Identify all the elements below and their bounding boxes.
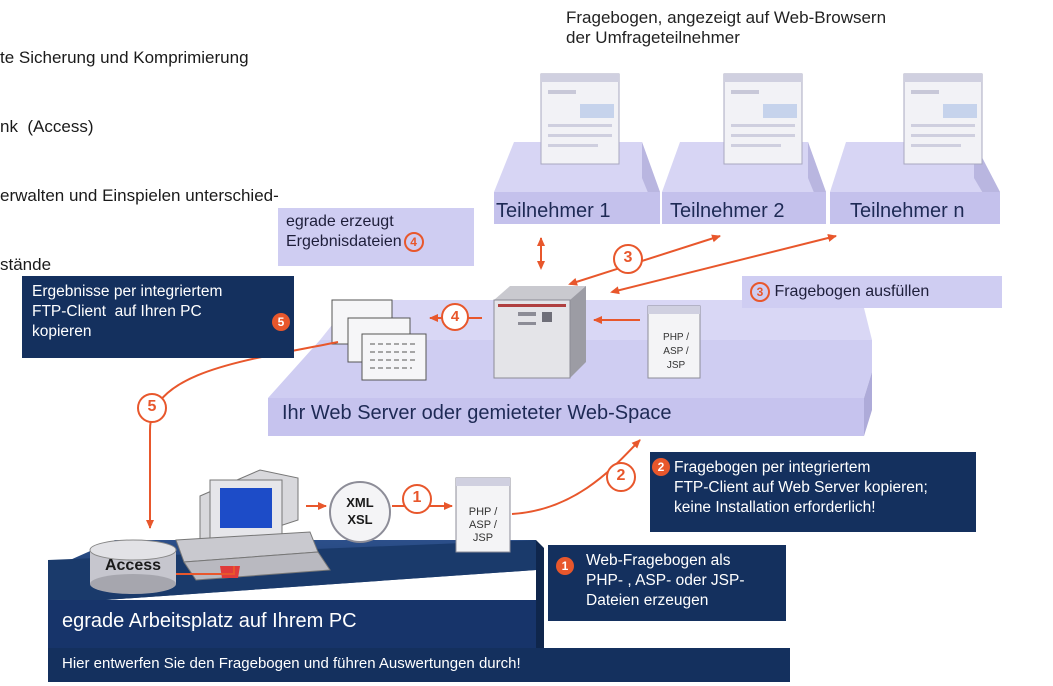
script-doc-line: PHP /	[663, 332, 689, 343]
server-label: Ihr Web Server oder gemieteter Web-Space	[282, 402, 672, 424]
xml-xsl-label: XML XSL	[346, 495, 374, 527]
step-number-3: 3	[623, 249, 633, 266]
step-circle-1	[402, 484, 432, 514]
participant-label-1: Teilnehmer 1	[496, 200, 611, 222]
database-icon	[89, 539, 177, 594]
script-doc-line: JSP	[667, 360, 686, 371]
intro-line: nk (Access)	[0, 117, 94, 136]
participant-label-2: Teilnehmer 2	[670, 200, 785, 222]
browser-window-2	[723, 73, 803, 165]
step-circle-2	[606, 462, 636, 492]
arrow-doc-server	[511, 439, 641, 515]
intro-text: te Sicherung und Komprimierung nk (Acces…	[0, 0, 279, 299]
arrow-server-participant2	[568, 234, 721, 286]
browser-caption: Fragebogen, angezeigt auf Web-Browsern d…	[566, 8, 887, 47]
webform-text: Web-Fragebogen als PHP- , ASP- oder JSP-…	[586, 552, 745, 609]
webform-box: 1 Web-Fragebogen als PHP- , ASP- oder JS…	[548, 545, 786, 621]
step-number-1: 1	[412, 489, 422, 506]
ftp-server-box: 2 Fragebogen per integriertem FTP-Client…	[650, 452, 976, 532]
intro-line: te Sicherung und Komprimierung	[0, 48, 249, 67]
browser-window-n	[903, 73, 983, 165]
script-doc-local-label: PHP / ASP / JSP	[468, 506, 498, 544]
step-circle-5	[137, 393, 167, 423]
script-doc-line: ASP /	[663, 346, 689, 357]
script-document-server: PHP / ASP / JSP	[647, 305, 701, 379]
server-tower-icon	[493, 286, 586, 379]
participant-platform-n	[830, 142, 1000, 224]
participant-label-n: Teilnehmer n	[850, 200, 965, 222]
result-files-icon	[331, 299, 427, 381]
computer-icon	[175, 469, 331, 581]
fill-text: Fragebogen ausfüllen	[774, 283, 930, 301]
step-circle-4	[441, 303, 469, 331]
browser-window-1	[540, 73, 620, 165]
step-circles	[137, 244, 643, 514]
ftp-results-box: Ergebnisse per integriertem FTP-Client a…	[22, 276, 294, 358]
step-circle-3	[613, 244, 643, 274]
ftp-server-text: Fragebogen per integriertem FTP-Client a…	[674, 459, 928, 516]
workstation-caption: Hier entwerfen Sie den Fragebogen und fü…	[62, 655, 521, 672]
intro-line: erwalten und Einspielen unterschied-	[0, 186, 279, 205]
fill-questionnaire-box: 3 Fragebogen ausfüllen	[742, 276, 1002, 308]
script-document-local	[455, 477, 511, 553]
database-label: Access	[104, 557, 162, 574]
result-files-step: 4	[403, 232, 424, 252]
ftp-results-text: Ergebnisse per integriertem FTP-Client a…	[32, 283, 223, 340]
workstation-label: egrade Arbeitsplatz auf Ihrem PC	[62, 610, 357, 632]
fill-step: 3	[750, 282, 770, 302]
ftp-server-step: 2	[652, 458, 670, 476]
step-number-2: 2	[616, 467, 626, 484]
step-number-4: 4	[450, 308, 460, 325]
ftp-results-step: 5	[272, 313, 290, 331]
xml-xsl-circle	[329, 481, 391, 543]
intro-line: stände	[0, 255, 52, 274]
result-files-text: egrade erzeugt Ergebnisdateien	[286, 213, 402, 251]
cable-database-computer	[176, 566, 235, 575]
step-number-5: 5	[147, 398, 157, 415]
webform-step: 1	[556, 557, 574, 575]
arrow-server-participantn	[610, 234, 837, 295]
